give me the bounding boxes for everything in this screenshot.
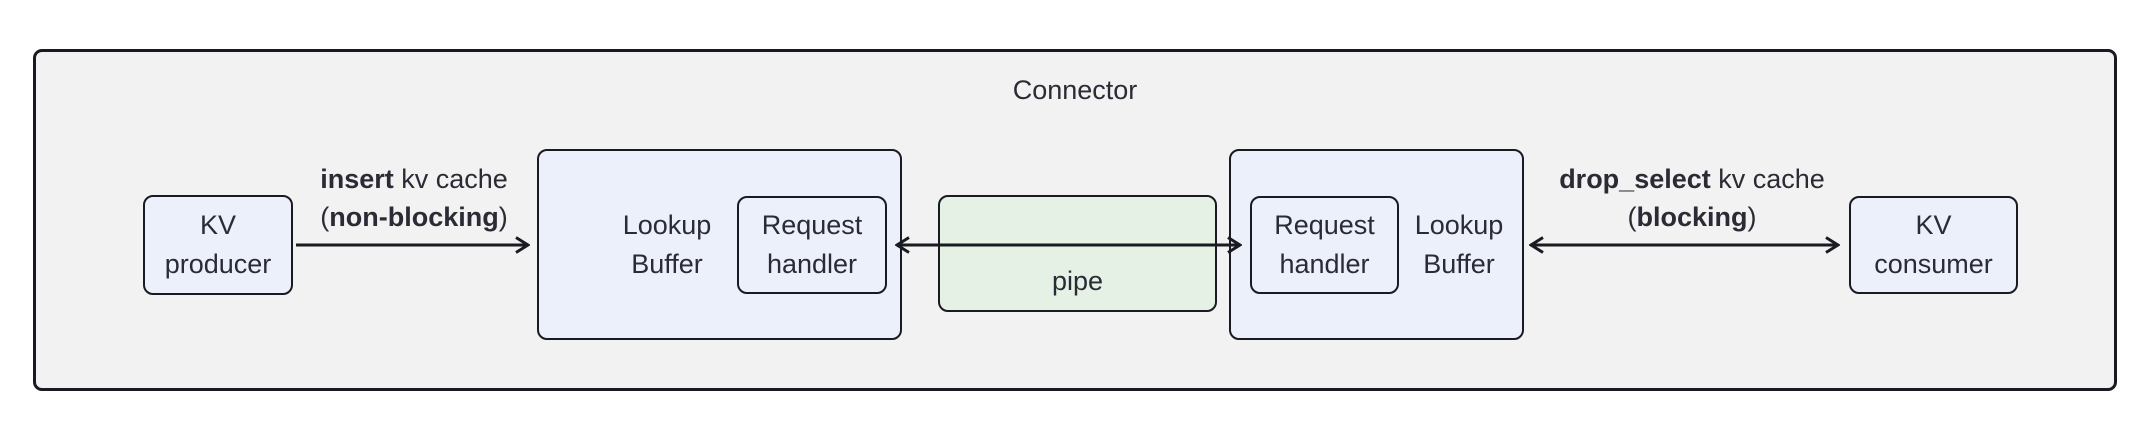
lookup-buffer-right-label: Lookup Buffer <box>1399 206 1519 284</box>
drop-select-rest-text: kv cache <box>1710 164 1825 194</box>
request-handler-left-label-line2: handler <box>766 249 858 279</box>
insert-edge-label-line2: (non-blocking) <box>254 198 574 236</box>
request-handler-left-label-line1: Request <box>761 210 863 240</box>
insert-rest-text: kv cache <box>393 164 508 194</box>
connector-title: Connector <box>1012 75 1138 105</box>
kv-consumer-label-line1: KV <box>1915 210 1952 240</box>
insert-paren-open: ( <box>320 202 330 232</box>
drop-select-paren-close: ) <box>1747 202 1757 232</box>
lookup-buffer-right-label-line2: Buffer <box>1423 249 1495 279</box>
lookup-buffer-left-label-line1: Lookup <box>622 210 712 240</box>
drop-select-mode-text: blocking <box>1636 202 1748 232</box>
insert-paren-close: ) <box>498 202 508 232</box>
insert-edge-label: insert kv cache (non-blocking) <box>254 160 574 236</box>
request-handler-right-label-line2: handler <box>1279 249 1370 279</box>
insert-mode-text: non-blocking <box>329 202 499 232</box>
kv-consumer-node: KV consumer <box>1849 196 2018 294</box>
drop-select-paren-open: ( <box>1627 202 1637 232</box>
pipe-node: pipe <box>938 195 1217 312</box>
insert-method-text: insert <box>320 164 394 194</box>
request-handler-right-node: Request handler <box>1250 196 1399 294</box>
request-handler-left-node: Request handler <box>737 196 887 294</box>
pipe-label: pipe <box>1051 266 1104 296</box>
drop-select-edge-label: drop_select kv cache (blocking) <box>1512 160 1872 236</box>
kv-producer-node: KV producer <box>143 195 293 295</box>
lookup-buffer-left-label-line2: Buffer <box>631 249 703 279</box>
lookup-buffer-right-label-line1: Lookup <box>1414 210 1504 240</box>
kv-producer-label-line2: producer <box>164 249 272 279</box>
drop-select-method-text: drop_select <box>1559 164 1711 194</box>
drop-select-edge-label-line1: drop_select kv cache <box>1512 160 1872 198</box>
lookup-buffer-left-label: Lookup Buffer <box>577 206 757 284</box>
request-handler-right-label-line1: Request <box>1274 210 1375 240</box>
drop-select-edge-label-line2: (blocking) <box>1512 198 1872 236</box>
kv-consumer-label-line2: consumer <box>1874 249 1993 279</box>
kv-producer-label-line1: KV <box>199 210 237 240</box>
insert-edge-label-line1: insert kv cache <box>254 160 574 198</box>
